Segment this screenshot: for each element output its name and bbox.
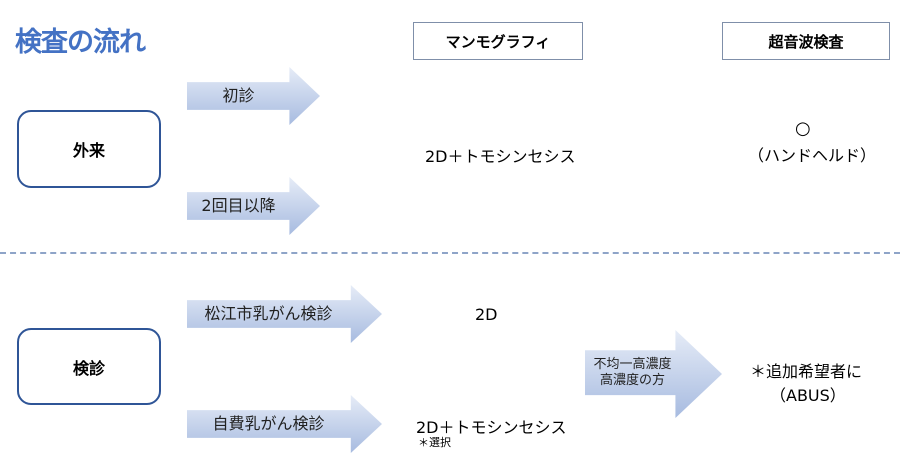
arrow-label-city-screening: 松江市乳がん検診 <box>204 304 333 324</box>
header-ultrasound: 超音波検査 <box>722 22 890 60</box>
screening-us-line1: ＊追加希望者に <box>750 362 863 381</box>
header-mammography: マンモグラフィ <box>413 22 583 60</box>
screening-us-line2: （ABUS） <box>770 386 846 405</box>
outpatient-us-note: （ハンドヘルド） <box>748 146 877 165</box>
arrow-label-return-visit: 2回目以降 <box>201 196 276 216</box>
arrow-label-dense-breast: 不均一高濃度 高濃度の方 <box>585 350 680 396</box>
page-title: 検査の流れ <box>15 27 146 58</box>
condition-line2: 高濃度の方 <box>599 373 665 388</box>
outpatient-mammo: 2D＋トモシンセシス <box>425 147 576 166</box>
screening-self-mammo: 2D＋トモシンセシス <box>416 418 567 437</box>
screening-city-mammo: 2D <box>475 305 498 324</box>
section-divider <box>0 252 900 254</box>
screening-self-note: ＊選択 <box>418 436 451 449</box>
arrow-label-first-visit: 初診 <box>222 86 255 106</box>
screening-box: 検診 <box>17 328 161 405</box>
arrow-label-self-pay-screening: 自費乳がん検診 <box>212 414 325 434</box>
condition-line1: 不均一高濃度 <box>593 357 672 373</box>
outpatient-box: 外来 <box>17 110 161 188</box>
outpatient-us-mark: ○ <box>795 118 811 139</box>
